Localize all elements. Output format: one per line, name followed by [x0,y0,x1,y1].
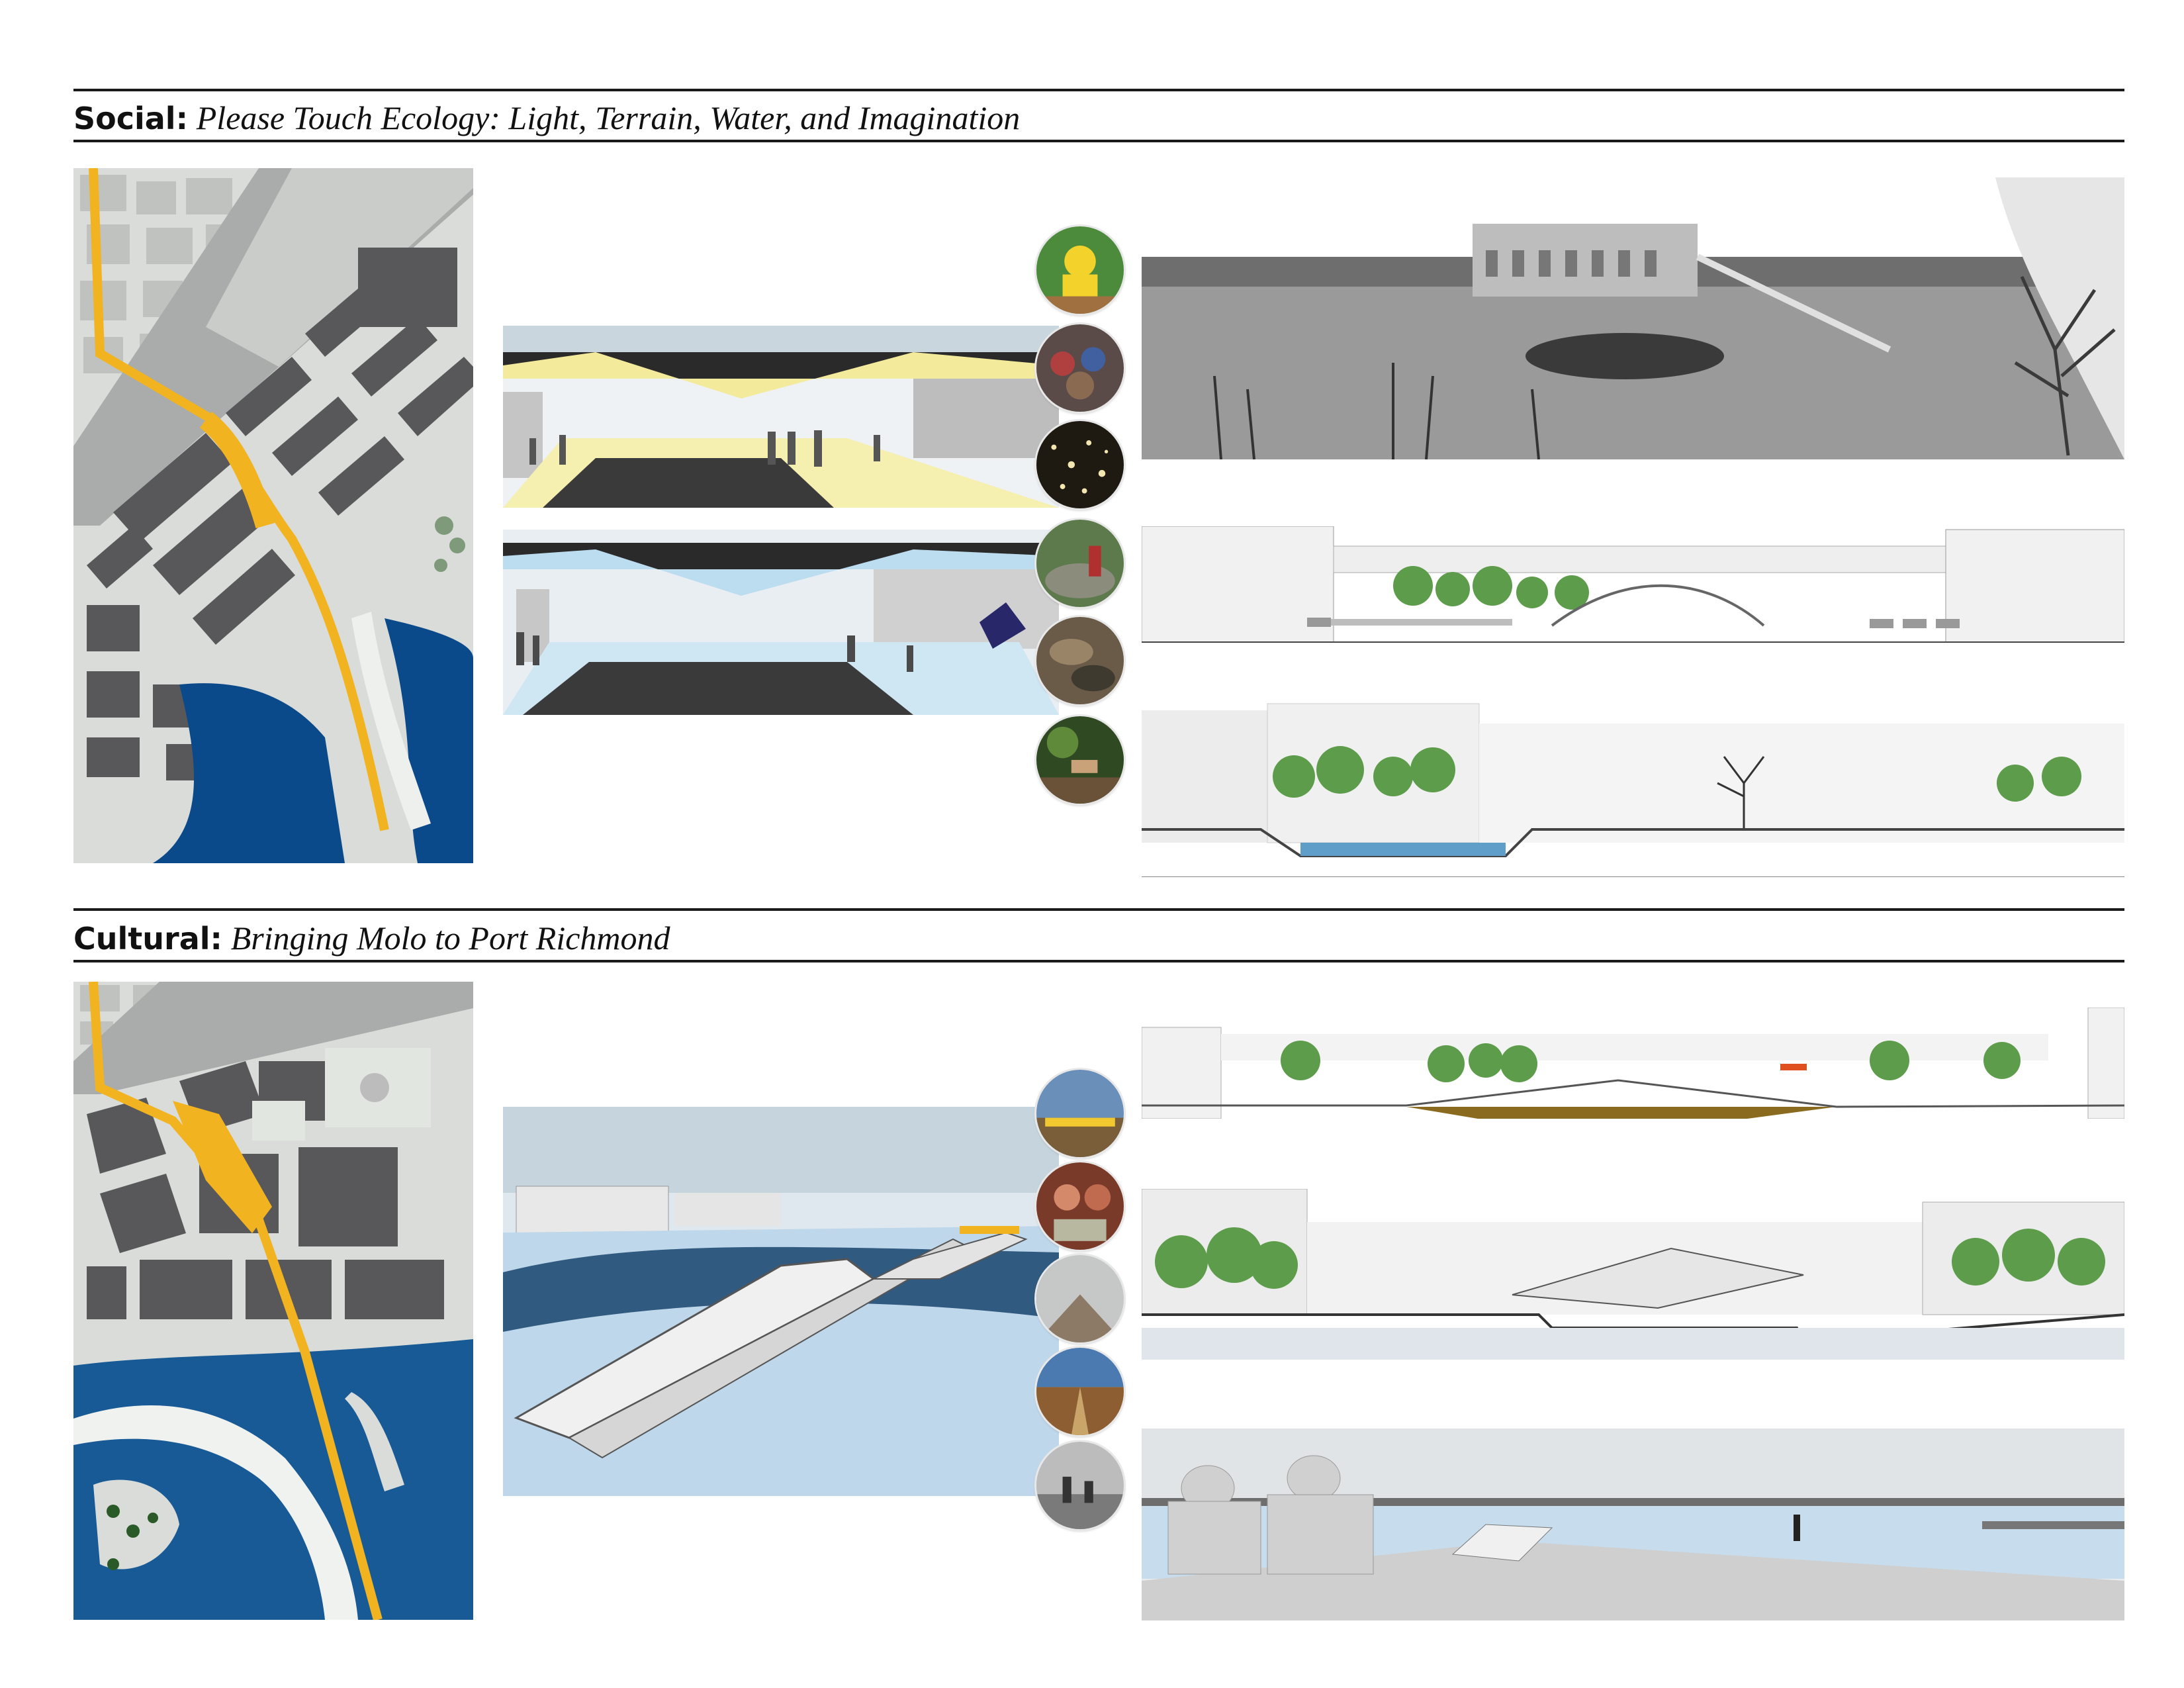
section-drawing-waterfront [1142,697,2124,877]
photo-thumbnail [1036,520,1124,607]
section-bottom-rule [73,140,2124,142]
section-top-rule [73,89,2124,91]
photo-thumbnail [1036,1442,1124,1529]
site-plan-map [73,168,473,863]
section-heading-cultural: Cultural: Bringing Molo to Port Richmond [73,921,670,955]
section-drawing-terrace [1142,1189,2124,1360]
section-label: Social: [73,101,188,136]
etching-landscape-image [1142,177,2124,459]
section-label: Cultural: [73,921,222,957]
photo-thumbnail [1036,1070,1124,1157]
section-title: Bringing Molo to Port Richmond [230,919,670,957]
section-drawing-street [1142,526,2124,643]
photo-thumbnail [1036,421,1124,508]
site-plan-map [73,982,473,1620]
photo-thumbnail [1036,716,1124,804]
section-drawing-plaza [1142,1008,2124,1119]
section-top-rule [73,908,2124,911]
section-bottom-rule [73,960,2124,962]
photo-thumbnail [1036,617,1124,704]
perspective-rendering-water [503,530,1059,715]
photo-thumbnail [1036,226,1124,314]
perspective-rendering-pier [503,1107,1059,1496]
section-title: Please Touch Ecology: Light, Terrain, Wa… [196,99,1021,136]
photo-thumbnail [1036,1348,1124,1435]
photo-thumbnail [1036,324,1124,412]
perspective-rendering-waterfront [1142,1429,2124,1620]
section-heading-social: Social: Please Touch Ecology: Light, Ter… [73,101,1020,134]
photo-thumbnail [1036,1162,1124,1250]
photo-thumbnail [1036,1255,1124,1342]
perspective-rendering-light [503,326,1059,508]
